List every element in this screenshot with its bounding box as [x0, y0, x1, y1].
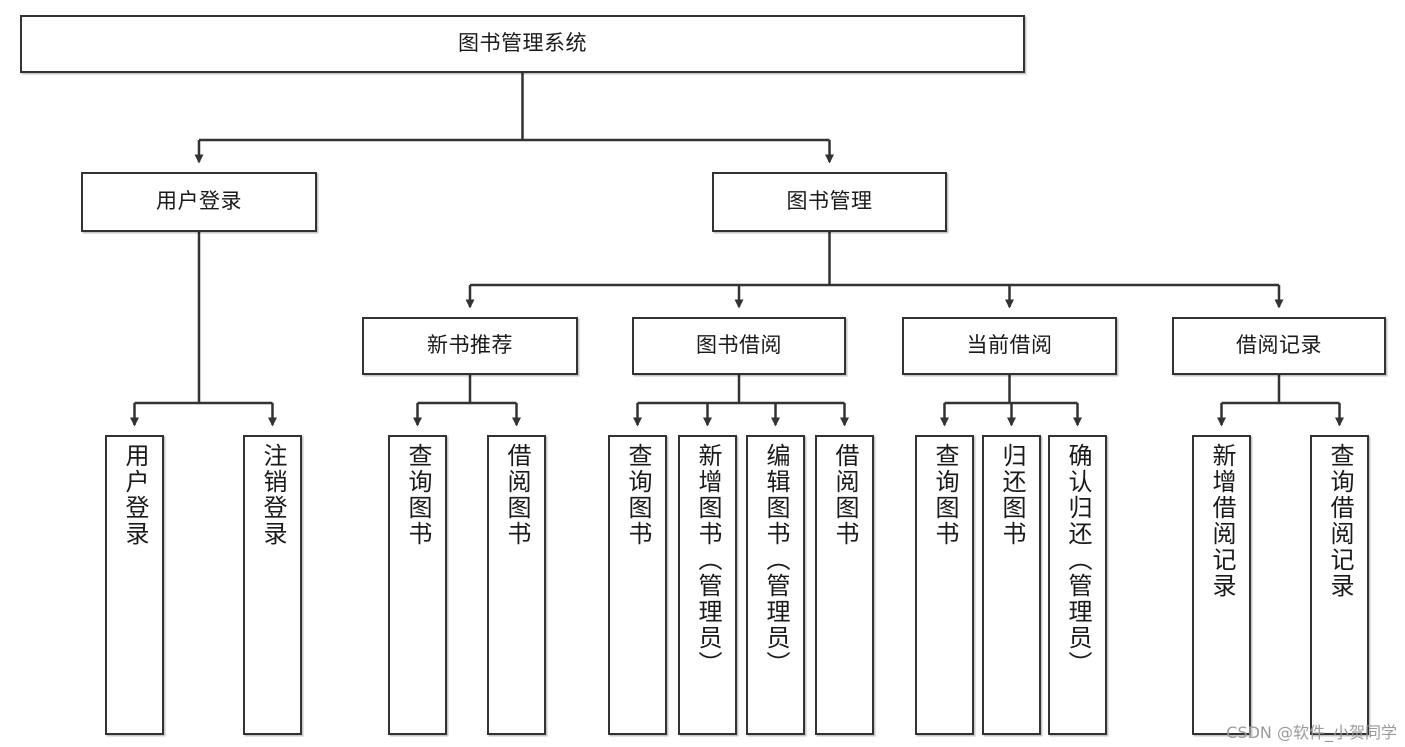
node-label: 图书管理	[786, 189, 873, 214]
node-label: 新增图书（管理员）	[693, 443, 722, 677]
node-label: 新书推荐	[427, 333, 513, 358]
node-label: 归还图书	[997, 443, 1026, 547]
node-leaf-5[interactable]: 查询图书	[608, 435, 667, 735]
node-leaf-4[interactable]: 借阅图书	[487, 435, 546, 735]
node-leaf-13[interactable]: 查询借阅记录	[1310, 435, 1369, 735]
node-newbook[interactable]: 新书推荐	[362, 317, 578, 375]
node-label: 借阅图书	[830, 443, 859, 547]
node-label: 查询借阅记录	[1325, 443, 1354, 599]
node-leaf-2[interactable]: 注销登录	[243, 435, 302, 735]
node-leaf-8[interactable]: 借阅图书	[815, 435, 874, 735]
node-label: 新增借阅记录	[1207, 443, 1236, 599]
node-label: 借阅图书	[502, 443, 531, 547]
node-leaf-11[interactable]: 确认归还（管理员）	[1048, 435, 1107, 735]
node-root[interactable]: 图书管理系统	[20, 15, 1025, 73]
node-label: 图书借阅	[696, 333, 782, 358]
node-label: 用户登录	[120, 443, 149, 547]
node-leaf-10[interactable]: 归还图书	[982, 435, 1041, 735]
node-leaf-7[interactable]: 编辑图书（管理员）	[746, 435, 805, 735]
node-leaf-1[interactable]: 用户登录	[105, 435, 164, 735]
node-label: 编辑图书（管理员）	[761, 443, 790, 677]
node-leaf-12[interactable]: 新增借阅记录	[1192, 435, 1251, 735]
node-login[interactable]: 用户登录	[81, 172, 317, 232]
node-leaf-3[interactable]: 查询图书	[388, 435, 447, 735]
node-label: 查询图书	[403, 443, 432, 547]
node-leaf-9[interactable]: 查询图书	[915, 435, 974, 735]
node-current[interactable]: 当前借阅	[902, 317, 1117, 375]
node-label: 当前借阅	[966, 333, 1053, 358]
node-borrow[interactable]: 图书借阅	[632, 317, 846, 375]
node-label: 注销登录	[258, 443, 287, 547]
node-bookmgr[interactable]: 图书管理	[712, 172, 947, 232]
node-label: 确认归还（管理员）	[1063, 443, 1092, 677]
node-label: 查询图书	[930, 443, 959, 547]
node-label: 图书管理系统	[458, 31, 587, 56]
node-label: 查询图书	[623, 443, 652, 547]
node-label: 用户登录	[156, 189, 242, 214]
watermark-text: CSDN @软件_小贺同学	[1226, 723, 1397, 742]
node-records[interactable]: 借阅记录	[1172, 317, 1386, 375]
node-leaf-6[interactable]: 新增图书（管理员）	[678, 435, 737, 735]
node-label: 借阅记录	[1236, 333, 1322, 358]
